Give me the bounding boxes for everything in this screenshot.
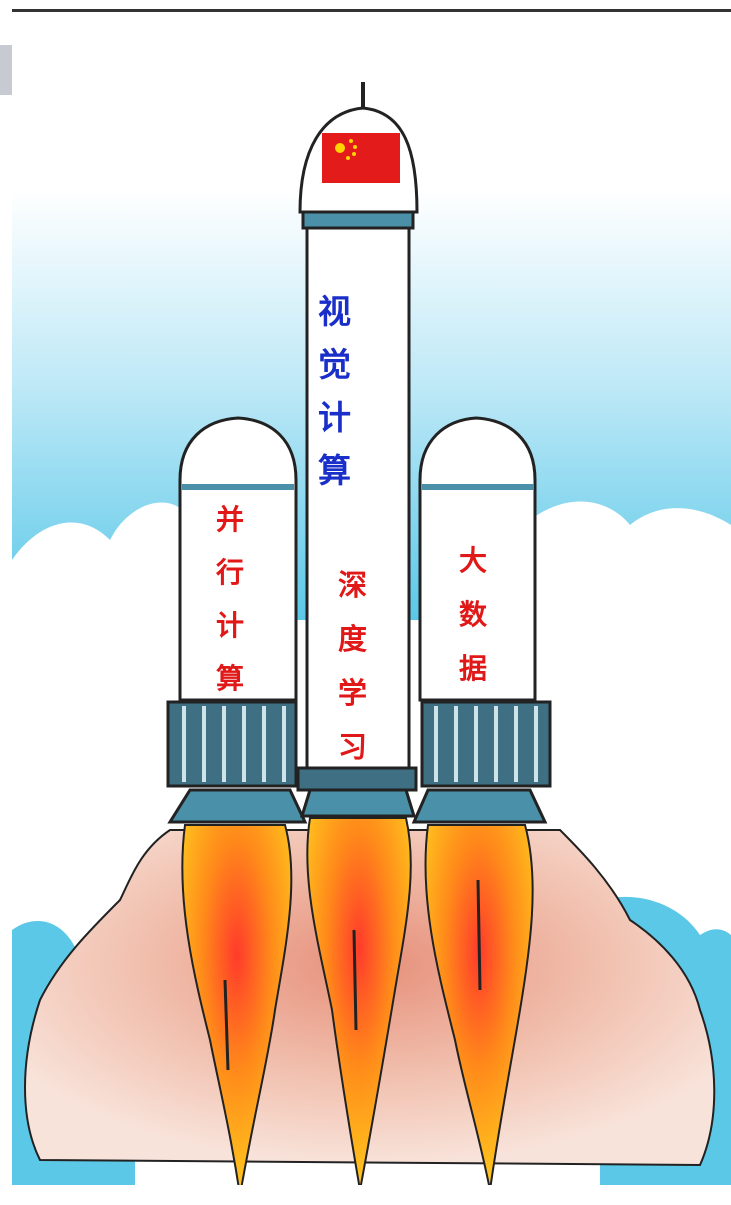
- label-char: 度: [338, 622, 368, 656]
- label-char: 觉: [318, 345, 351, 384]
- label-char: 算: [216, 662, 245, 695]
- rocket-illustration: [12, 82, 731, 1205]
- label-char: 计: [318, 398, 351, 437]
- china-flag-icon: [322, 133, 400, 183]
- label-deep-learning: 深 度 学 习: [338, 571, 367, 787]
- label-char: 大: [459, 544, 488, 577]
- label-char: 视: [318, 292, 351, 331]
- label-char: 习: [338, 730, 368, 764]
- label-char: 并: [216, 503, 245, 536]
- label-char: 算: [318, 451, 351, 490]
- label-char: 学: [338, 676, 368, 710]
- top-divider: [12, 9, 731, 12]
- label-char: 深: [338, 568, 368, 602]
- right-booster: [411, 416, 552, 824]
- label-vision-computing: 视 觉 计 算: [318, 295, 351, 507]
- core-stage: [296, 82, 419, 818]
- label-big-data: 大 数 据: [459, 547, 487, 709]
- label-char: 据: [459, 652, 488, 685]
- label-char: 计: [216, 609, 245, 642]
- side-tab: [0, 45, 12, 95]
- label-parallel-computing: 并 行 计 算: [216, 506, 244, 718]
- label-char: 行: [216, 556, 245, 589]
- left-booster: [166, 416, 308, 824]
- label-char: 数: [459, 598, 488, 631]
